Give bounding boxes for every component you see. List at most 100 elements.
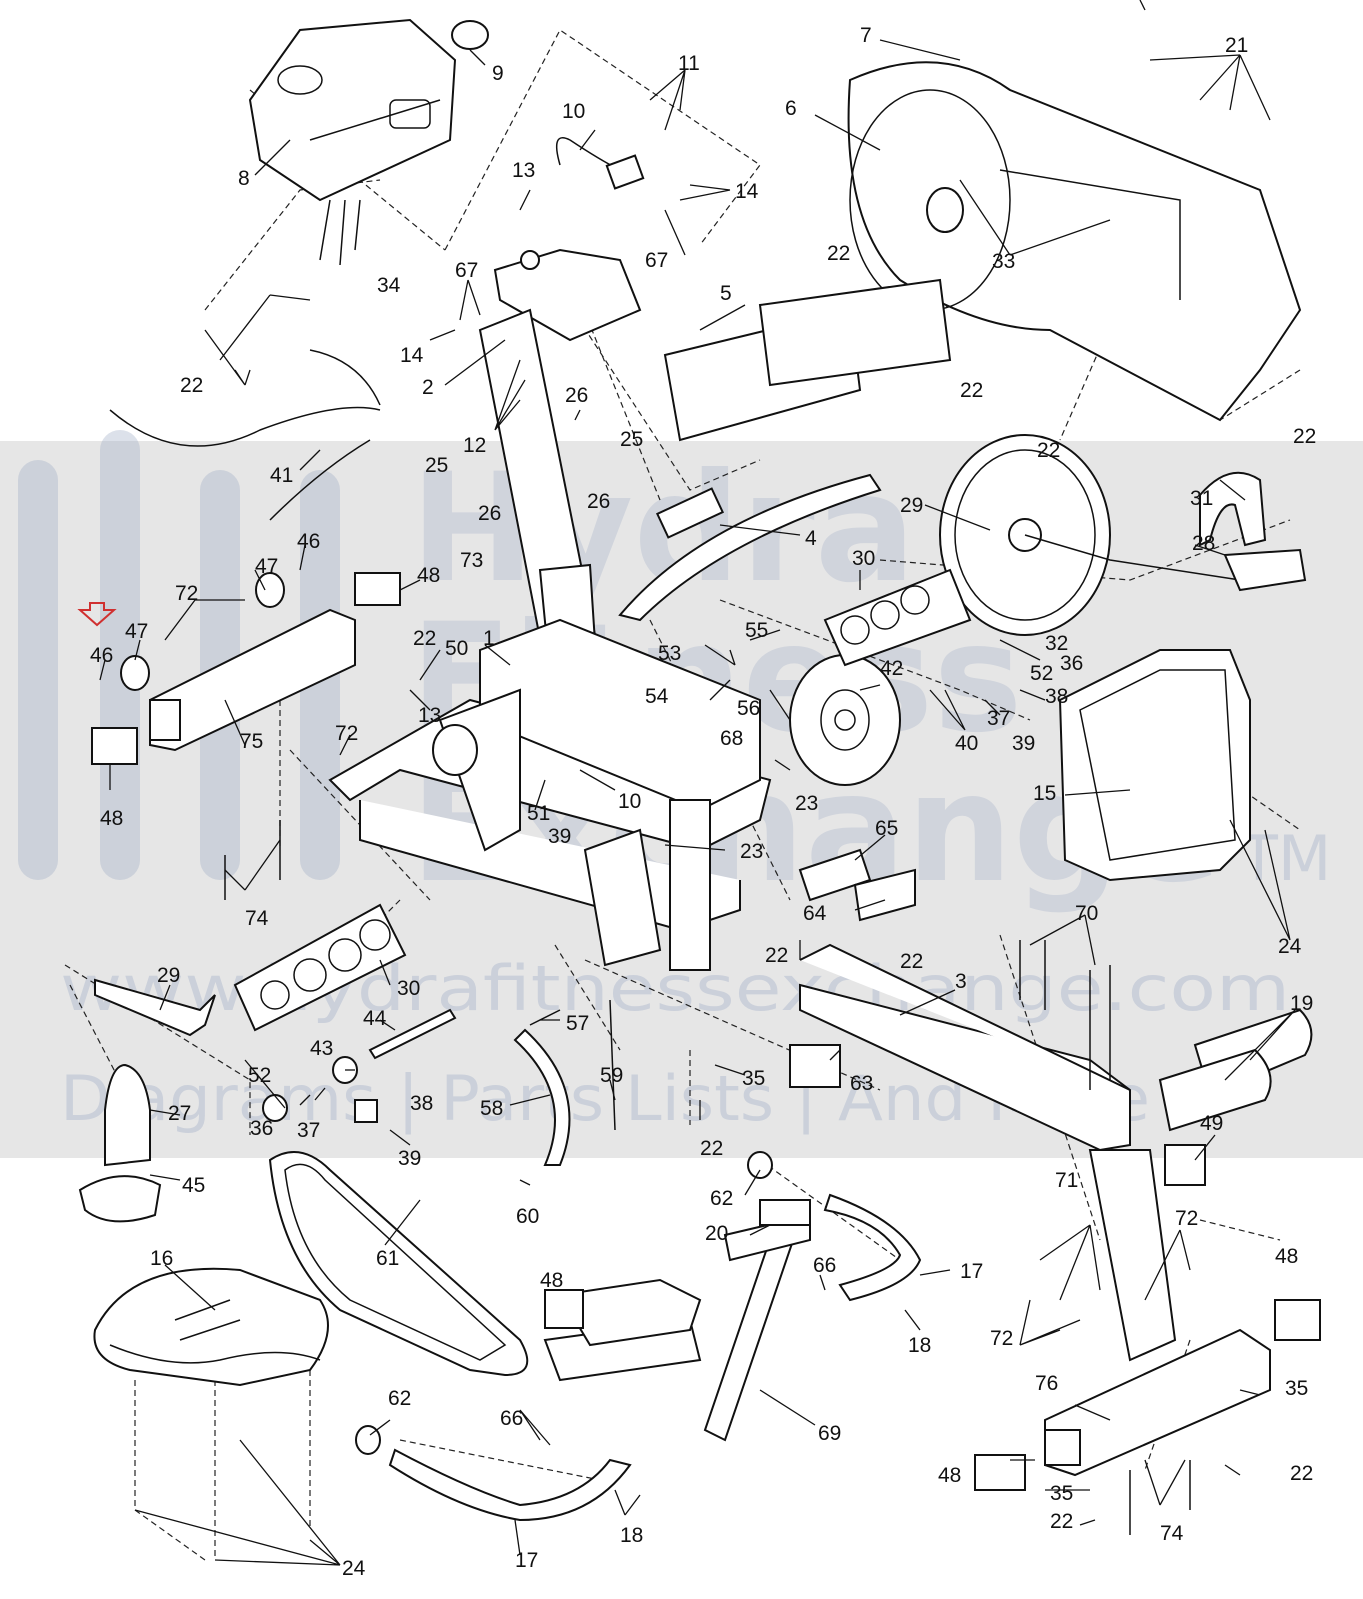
part-rear-stabilizer-76	[974, 1299, 1321, 1491]
callout-29a: 29	[900, 494, 923, 517]
callout-74b: 74	[1160, 1522, 1184, 1545]
callout-22k: 22	[1050, 1510, 1073, 1533]
callout-22h: 22	[900, 950, 923, 973]
callout-34: 34	[377, 274, 401, 297]
callout-4: 4	[805, 527, 817, 550]
callout-7: 7	[860, 24, 872, 47]
part-bracket-65	[798, 848, 916, 922]
callout-51: 51	[527, 802, 550, 825]
callout-25a: 25	[620, 428, 643, 451]
callout-48a: 48	[417, 564, 440, 587]
part-console	[248, 18, 489, 202]
callout-56: 56	[737, 697, 760, 720]
callout-16: 16	[150, 1247, 173, 1270]
callout-46b: 46	[90, 644, 113, 667]
callout-32: 32	[1045, 632, 1068, 655]
callout-22c: 22	[960, 379, 983, 402]
callout-59: 59	[600, 1064, 623, 1087]
callout-46a: 46	[297, 530, 320, 553]
callout-18b: 18	[620, 1524, 643, 1547]
callout-35b: 35	[1285, 1377, 1308, 1400]
callout-35c: 35	[1050, 1482, 1073, 1505]
callout-36b: 36	[250, 1117, 273, 1140]
callout-40: 40	[955, 732, 978, 755]
part-handlebar-17-upper	[823, 1193, 922, 1302]
part-pedal-27	[78, 1063, 162, 1223]
callout-10a: 10	[562, 100, 585, 123]
callout-47a: 47	[255, 555, 278, 578]
red-arrow-marker	[77, 602, 117, 627]
callout-48d: 48	[1275, 1245, 1298, 1268]
callout-21: 21	[1225, 34, 1248, 57]
part-magnets-5	[663, 278, 952, 442]
part-flywheel-29	[939, 434, 1241, 636]
callout-70: 70	[1075, 902, 1098, 925]
callout-42: 42	[880, 657, 903, 680]
callout-20: 20	[705, 1222, 728, 1245]
callout-73: 73	[460, 549, 483, 572]
callout-12: 12	[463, 434, 486, 457]
callout-69: 69	[818, 1422, 841, 1445]
callout-45: 45	[182, 1174, 205, 1197]
callout-22a: 22	[180, 374, 203, 397]
callout-18a: 18	[908, 1334, 931, 1357]
callout-2: 2	[422, 376, 434, 399]
callout-23b: 23	[740, 840, 763, 863]
part-belt-61	[268, 1151, 529, 1377]
part-rear-frame-3	[789, 943, 1206, 1362]
callout-17b: 17	[515, 1549, 538, 1572]
callout-22d: 22	[1037, 439, 1060, 462]
callout-15: 15	[1033, 782, 1056, 805]
callout-30a: 30	[852, 547, 875, 570]
callout-60: 60	[516, 1205, 539, 1228]
callout-13a: 13	[512, 159, 535, 182]
callout-22g: 22	[765, 944, 788, 967]
callout-53: 53	[658, 642, 681, 665]
part-strap-58	[513, 999, 616, 1166]
callout-39a: 39	[1012, 732, 1035, 755]
callout-49: 49	[1200, 1112, 1223, 1135]
part-main-frame-1	[328, 618, 772, 971]
callout-55: 55	[745, 619, 768, 642]
part-bearing-stack-30	[233, 568, 972, 1032]
callout-44: 44	[363, 1007, 387, 1030]
callout-33: 33	[992, 250, 1015, 273]
callout-17a: 17	[960, 1260, 983, 1283]
callout-22i: 22	[700, 1137, 723, 1160]
callout-67a: 67	[455, 259, 478, 282]
callout-3: 3	[955, 970, 967, 993]
callout-48e: 48	[938, 1464, 961, 1487]
callout-22j: 22	[1290, 1462, 1313, 1485]
callout-28: 28	[1192, 532, 1215, 555]
callout-22f: 22	[413, 627, 436, 650]
callout-13b: 13	[418, 704, 441, 727]
callout-76: 76	[1035, 1372, 1058, 1395]
callout-24b: 24	[342, 1557, 366, 1580]
callout-11: 11	[678, 52, 700, 75]
callout-10b: 10	[618, 790, 641, 813]
callout-68: 68	[720, 727, 743, 750]
callout-52b: 52	[248, 1064, 271, 1087]
callout-57: 57	[566, 1012, 589, 1035]
callout-41: 41	[270, 464, 293, 487]
callout-62b: 62	[388, 1387, 411, 1410]
part-rear-shroud	[847, 61, 1302, 422]
callout-labels: 1 2 3 4 5 6 7 8 9 10 10 11 12 13 13 14 1…	[90, 24, 1316, 1580]
callout-19: 19	[1290, 992, 1313, 1015]
callout-58: 58	[480, 1097, 503, 1120]
callout-74a: 74	[245, 907, 269, 930]
leader-lines	[99, 0, 1296, 1566]
callout-26c: 26	[587, 490, 610, 513]
callout-72b: 72	[335, 722, 358, 745]
part-seat-16	[93, 1267, 329, 1387]
callout-38b: 38	[410, 1092, 433, 1115]
callout-8: 8	[238, 167, 250, 190]
callout-27: 27	[168, 1102, 191, 1125]
callout-50: 50	[445, 637, 468, 660]
callout-37a: 37	[987, 707, 1010, 730]
callout-26b: 26	[478, 502, 501, 525]
callout-35a: 35	[742, 1067, 765, 1090]
callout-71: 71	[1055, 1169, 1078, 1192]
callout-72d: 72	[990, 1327, 1013, 1350]
